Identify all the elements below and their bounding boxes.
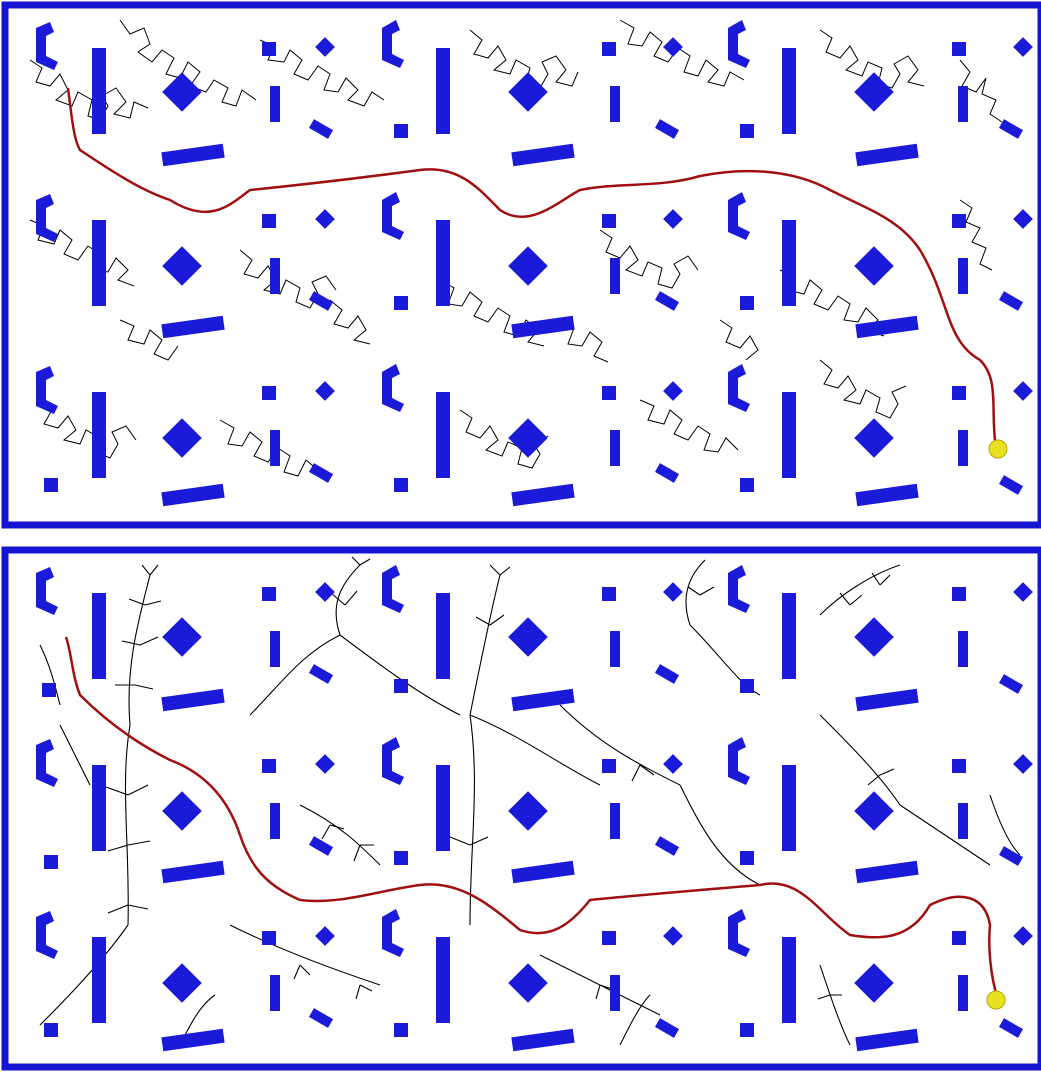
roadmap-canvas-bottom	[0, 545, 1041, 1072]
goal-marker	[989, 440, 1007, 458]
roadmap-panel-top	[0, 0, 1041, 530]
obstacles	[36, 20, 1033, 506]
goal-marker	[987, 991, 1005, 1009]
obstacles	[36, 565, 1033, 1051]
roadmap-canvas-top	[0, 0, 1041, 530]
roadmap-panel-bottom	[0, 545, 1041, 1072]
